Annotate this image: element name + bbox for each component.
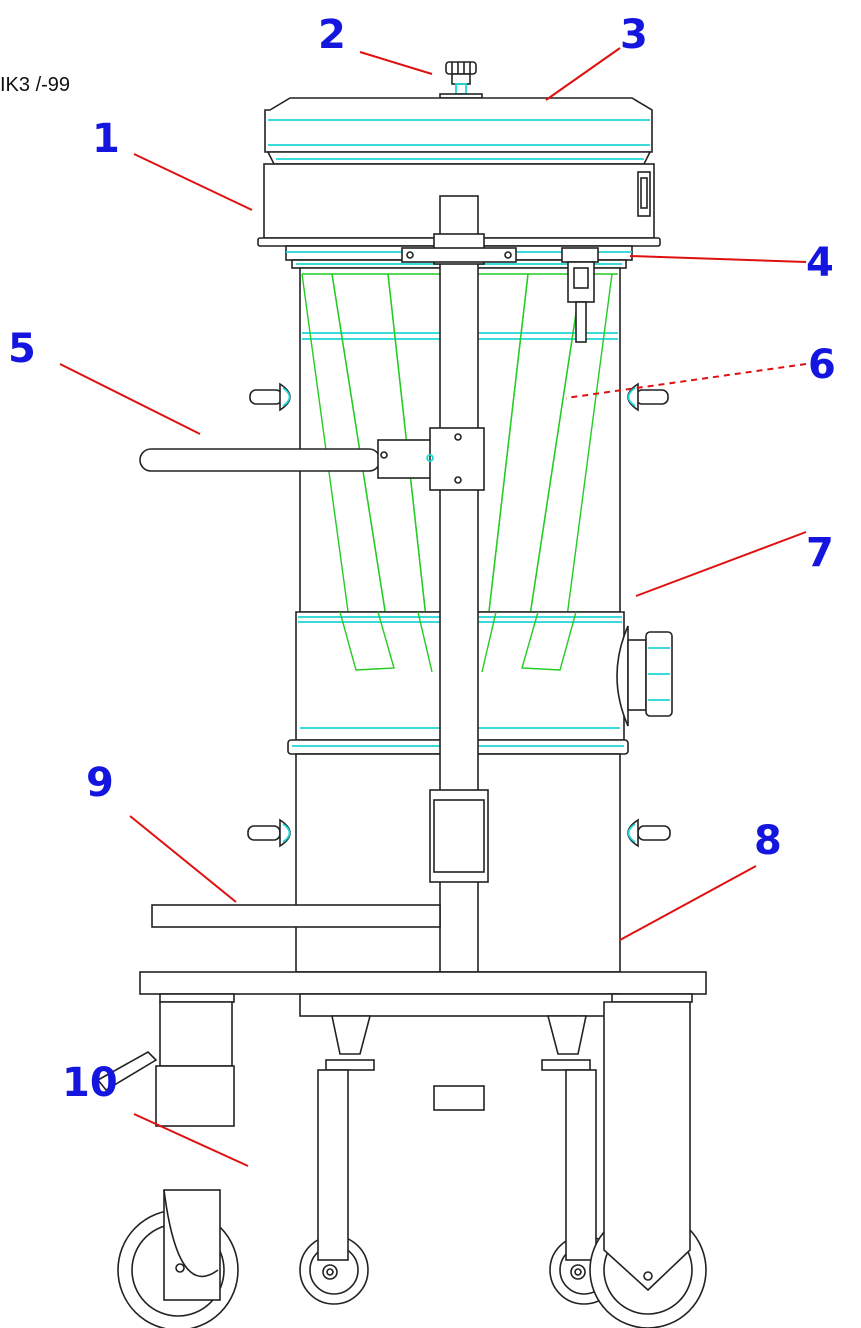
inlet-section xyxy=(287,611,673,755)
trolley-pole xyxy=(401,195,517,1111)
lid-assembly xyxy=(264,61,653,165)
callout-8: 8 xyxy=(754,818,782,864)
side-knob-left-upper xyxy=(249,382,291,412)
wheel-front-left xyxy=(299,1015,375,1305)
leader-9 xyxy=(129,815,237,903)
callout-4: 4 xyxy=(806,240,834,286)
callout-10: 10 xyxy=(62,1060,118,1106)
side-knob-right-lower xyxy=(627,818,671,848)
callout-7: 7 xyxy=(806,530,834,576)
latch-clamp xyxy=(561,247,599,343)
side-knob-right-upper xyxy=(627,382,669,412)
leader-10 xyxy=(133,1113,249,1167)
leader-lines xyxy=(59,47,807,1167)
side-knob-left-lower xyxy=(247,818,291,848)
callout-3: 3 xyxy=(620,12,648,58)
callout-9: 9 xyxy=(86,760,114,806)
callout-1: 1 xyxy=(92,116,120,162)
brake-lever xyxy=(96,1051,158,1092)
inlet-port xyxy=(616,625,673,727)
base-plate xyxy=(139,971,707,1017)
leader-1 xyxy=(133,153,253,211)
leader-7 xyxy=(635,531,807,597)
callout-6: 6 xyxy=(808,342,836,388)
push-handle xyxy=(139,427,485,491)
leader-4 xyxy=(629,255,807,263)
leader-2 xyxy=(359,51,433,75)
leader-3 xyxy=(545,47,621,101)
lid-top xyxy=(264,97,653,153)
wheel-rear-right xyxy=(589,993,707,1328)
callout-2: 2 xyxy=(318,12,346,58)
wheel-rear-left xyxy=(96,993,239,1328)
leader-6 xyxy=(565,363,807,399)
leader-8 xyxy=(619,865,757,941)
callout-5: 5 xyxy=(8,326,36,372)
accessory-arm xyxy=(151,904,441,928)
top-knob xyxy=(439,61,483,99)
leader-5 xyxy=(59,363,201,435)
model-label: IK3 /-99 xyxy=(0,74,70,96)
callout-numbers: 2 3 1 4 5 6 7 9 8 10 xyxy=(8,12,836,1106)
